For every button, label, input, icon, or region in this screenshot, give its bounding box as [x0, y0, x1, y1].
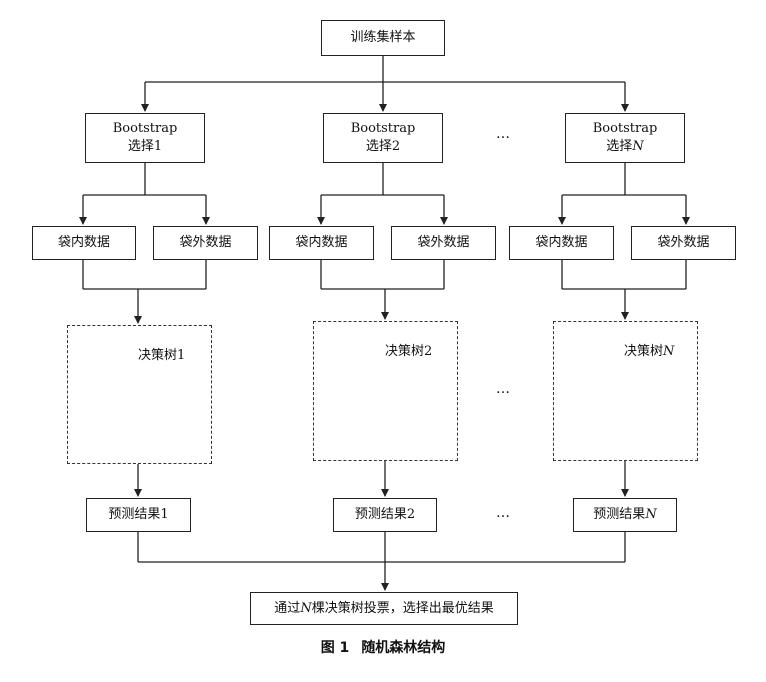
in-bag-label: 袋内数据 [57, 235, 110, 250]
out-bag-node-2: 袋外数据 [391, 226, 496, 260]
result-label: 预测结果2 [355, 506, 415, 524]
tree-label-1: 决策树1 [138, 344, 185, 363]
result-node-n: 预测结果N [573, 498, 677, 532]
figure-title: 随机森林结构 [361, 640, 446, 656]
bootstrap-line1: Bootstrap [350, 121, 416, 136]
bootstrap-index: 1 [153, 139, 163, 154]
bootstrap-line1: Bootstrap [592, 121, 658, 136]
tree-index: 2 [424, 344, 433, 359]
tree-label-n: 决策树N [624, 340, 674, 359]
tree-index: 1 [177, 348, 186, 363]
decision-tree-panel-2 [313, 321, 458, 461]
bootstrap-node-1: Bootstrap 选择1 [85, 113, 205, 163]
tree-text: 决策树 [138, 348, 178, 363]
tree-text: 决策树 [624, 344, 664, 359]
result-label: 预测结果N [593, 506, 656, 524]
in-bag-label: 袋内数据 [535, 235, 588, 250]
ellipsis: … [496, 505, 511, 521]
vote-label: 通过N棵决策树投票，选择出最优结果 [274, 600, 493, 618]
root-label: 训练集样本 [350, 30, 416, 45]
bootstrap-line2: 选择N [606, 138, 643, 156]
decision-tree-panel-n [553, 321, 698, 461]
result-text: 预测结果 [354, 507, 407, 522]
vote-prefix: 通过 [274, 600, 301, 616]
out-bag-label: 袋外数据 [417, 235, 470, 250]
bootstrap-text: 选择 [606, 139, 633, 154]
root-node: 训练集样本 [321, 20, 445, 56]
tree-index: N [663, 344, 675, 359]
vote-node: 通过N棵决策树投票，选择出最优结果 [250, 592, 518, 625]
result-node-2: 预测结果2 [333, 498, 437, 532]
bootstrap-node-2: Bootstrap 选择2 [323, 113, 443, 163]
ellipsis: … [496, 126, 511, 142]
vote-suffix: 棵决策树投票，选择出最优结果 [311, 600, 494, 616]
tree-text: 决策树 [385, 344, 425, 359]
result-node-1: 预测结果1 [86, 498, 191, 532]
in-bag-node-n: 袋内数据 [509, 226, 614, 260]
figure-number: 图 1 [320, 640, 350, 656]
decision-tree-panel-1 [67, 325, 212, 464]
result-index: 1 [160, 507, 169, 522]
result-label: 预测结果1 [108, 506, 168, 524]
bootstrap-node-n: Bootstrap 选择N [565, 113, 685, 163]
result-index: N [645, 507, 657, 522]
in-bag-node-2: 袋内数据 [269, 226, 374, 260]
vote-n: N [300, 600, 312, 616]
bootstrap-line1: Bootstrap [112, 121, 178, 136]
in-bag-label: 袋内数据 [295, 235, 348, 250]
bootstrap-line2: 选择2 [366, 138, 400, 156]
out-bag-label: 袋外数据 [179, 235, 232, 250]
bootstrap-index: N [632, 139, 644, 154]
out-bag-label: 袋外数据 [657, 235, 710, 250]
out-bag-node-n: 袋外数据 [631, 226, 736, 260]
out-bag-node-1: 袋外数据 [153, 226, 258, 260]
in-bag-node-1: 袋内数据 [32, 226, 136, 260]
bootstrap-index: 2 [391, 139, 401, 154]
ellipsis: … [496, 381, 511, 397]
tree-label-2: 决策树2 [385, 340, 432, 359]
bootstrap-text: 选择 [127, 139, 154, 154]
result-text: 预测结果 [593, 507, 646, 522]
figure-caption: 图 1 随机森林结构 [0, 637, 766, 657]
bootstrap-line2: 选择1 [128, 138, 162, 156]
result-text: 预测结果 [108, 507, 161, 522]
result-index: 2 [406, 507, 416, 522]
bootstrap-text: 选择 [365, 139, 392, 154]
